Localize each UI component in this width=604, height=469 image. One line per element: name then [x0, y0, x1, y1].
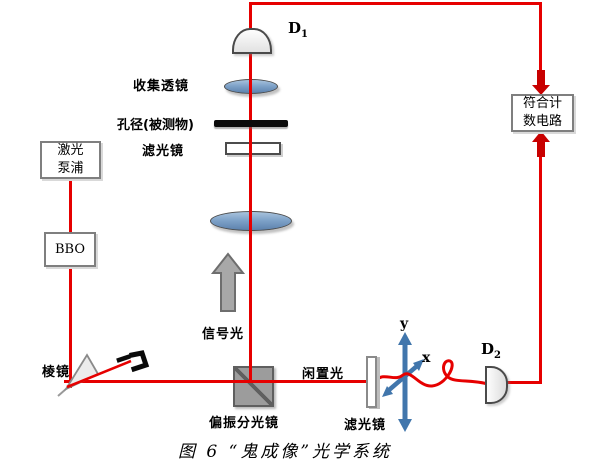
prism-apex-tail	[57, 388, 67, 397]
idler-filter-icon	[366, 356, 377, 408]
x-axis-label: x	[422, 350, 431, 366]
idler-light-label: 闲置光	[302, 367, 345, 382]
x-axis-arrowhead-down	[382, 386, 393, 397]
bbo-label: BBO	[54, 241, 85, 257]
d2-letter: D	[481, 340, 495, 358]
detector-d1-icon	[232, 28, 272, 54]
collection-lens-label: 收集透镜	[133, 79, 190, 94]
signal-arrow-icon	[210, 252, 246, 312]
signal-light-label: 信号光	[202, 327, 245, 342]
y-axis-arrowhead-up	[398, 332, 412, 345]
beam-right-vertical-lower	[539, 156, 542, 384]
d1-letter: D	[288, 19, 302, 37]
y-axis-label: y	[400, 316, 409, 332]
aperture-label: 孔径(被测物)	[117, 118, 194, 133]
beam-right-vertical-upper	[539, 2, 542, 74]
signal-filter-label: 滤光镜	[142, 144, 185, 159]
x-axis-line	[387, 364, 419, 392]
fiber-squiggle	[373, 359, 490, 388]
beam-dump-icon	[116, 350, 150, 373]
d2-subscript: 2	[494, 350, 501, 361]
y-axis-arrowhead-down	[398, 419, 412, 432]
laser-pump-line2: 泵浦	[57, 161, 84, 176]
coincidence-circuit-box: 符合计 数电路	[511, 94, 574, 132]
pbs-label: 偏振分光镜	[209, 416, 280, 431]
beam-dump-dash	[116, 354, 131, 363]
bbo-box: BBO	[44, 232, 96, 267]
beam-pump-diagonal	[66, 359, 132, 389]
detector-d2-icon	[485, 366, 508, 404]
beam-idler-horizontal	[64, 380, 372, 383]
detector-d1-label: D1	[288, 19, 308, 40]
beam-signal-vertical	[249, 2, 252, 382]
coincidence-line2: 数电路	[522, 114, 562, 129]
pbs-icon	[233, 366, 274, 407]
arrow-up-shaft	[537, 141, 545, 157]
laser-pump-line1: 激光	[57, 143, 84, 159]
idler-filter-label: 滤光镜	[344, 418, 387, 433]
signal-filter-icon	[225, 142, 281, 155]
arrow-up-head	[532, 131, 550, 142]
prism-label: 棱镜	[42, 365, 71, 380]
beam-top-horizontal	[250, 2, 542, 5]
d1-subscript: 1	[301, 29, 308, 40]
figure-caption: 图 6 “鬼成像”光学系统	[178, 442, 393, 462]
coincidence-line1: 符合计	[522, 96, 562, 112]
beam-d2-to-corner	[502, 381, 542, 384]
beam-pump-vertical	[69, 177, 72, 388]
scan-axes	[382, 332, 424, 432]
detector-d2-label: D2	[481, 340, 501, 361]
aperture-icon	[214, 120, 288, 127]
signal-arrow-shape	[210, 252, 246, 312]
beam-dump-bracket	[129, 350, 150, 373]
laser-pump-box: 激光 泵浦	[40, 141, 101, 179]
